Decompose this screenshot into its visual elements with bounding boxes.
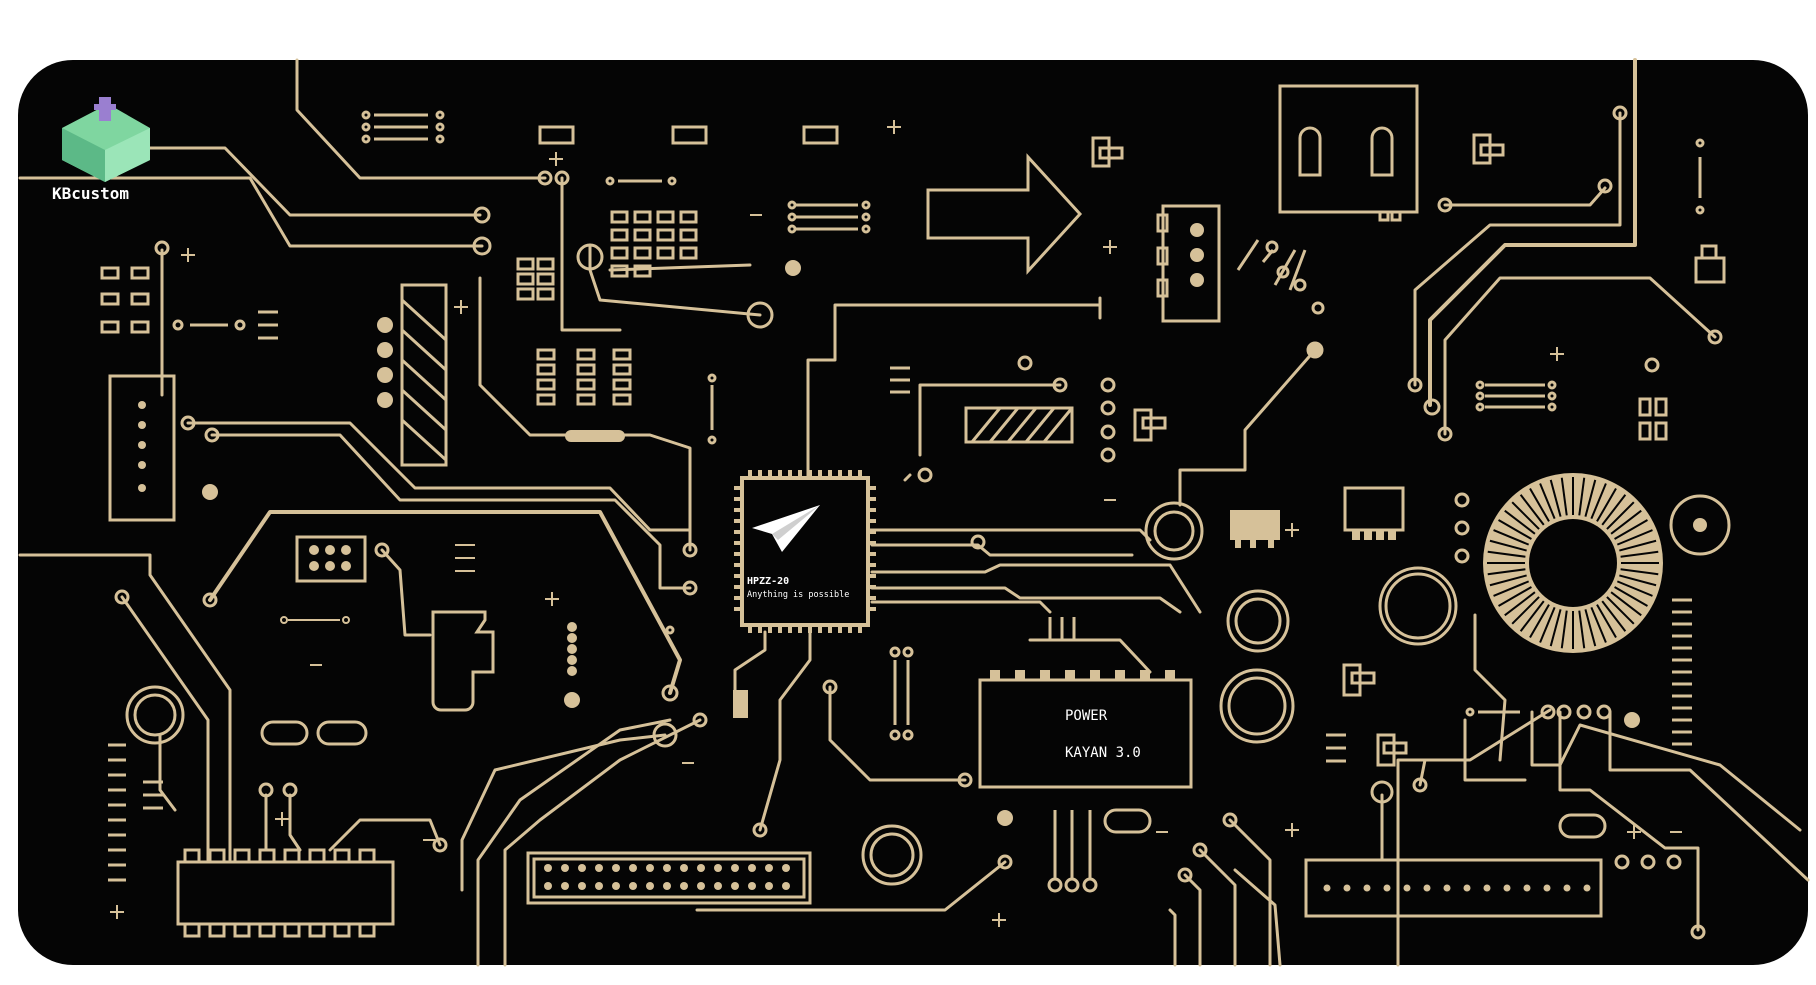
- power-module: POWER KAYAN 3.0: [978, 670, 1193, 789]
- toroid-slot: [1620, 568, 1659, 576]
- toroid-slot: [1620, 550, 1659, 558]
- toroid-slot: [1493, 580, 1530, 597]
- brand-name: KBcustom: [52, 184, 129, 203]
- toroid-slot: [1489, 539, 1527, 552]
- left-component-dots: [138, 401, 351, 571]
- toroid-slot: [1487, 550, 1526, 558]
- toroid-slot: [1560, 610, 1568, 649]
- toroid-slot: [1539, 483, 1556, 520]
- toroid-slot: [1614, 519, 1648, 540]
- toroid-slot: [1590, 606, 1607, 643]
- toroid-slot: [1498, 586, 1532, 607]
- toroid-slot: [1614, 586, 1648, 607]
- toroid-slot: [1601, 494, 1627, 526]
- header-pin-row: [544, 622, 1591, 892]
- left-components: [100, 266, 495, 926]
- dip-chip-pins: [108, 743, 376, 938]
- toroid-slot: [1590, 483, 1607, 520]
- toroid-slot: [1519, 600, 1545, 632]
- main-processor-chip: HPZZ-20 Anything is possible: [734, 470, 876, 633]
- keyboard-switch-icon: [62, 97, 150, 182]
- arrow-outline: [926, 153, 1083, 275]
- toroid-slot: [1549, 479, 1562, 517]
- mousepad-surface: [18, 60, 1808, 965]
- toroid-slot: [1578, 610, 1586, 649]
- toroid-slot: [1616, 529, 1653, 546]
- toroid-slot: [1498, 519, 1532, 540]
- toroid-slot: [1616, 580, 1653, 597]
- toroid-slot: [1610, 591, 1642, 617]
- paper-plane-icon: [752, 505, 820, 552]
- toroid-slot: [1511, 596, 1540, 625]
- toroid-slot: [1489, 574, 1527, 587]
- connector-pins: [1190, 223, 1707, 548]
- toroid-slot: [1493, 529, 1530, 546]
- top-components: [361, 84, 1731, 918]
- toroid-slot: [1529, 488, 1550, 522]
- toroid-inductor: [1483, 473, 1663, 653]
- toroid-slot: [1560, 477, 1568, 516]
- toroid-slot: [1519, 494, 1545, 526]
- chip-tagline: Anything is possible: [747, 590, 849, 600]
- toroid-slot: [1619, 539, 1657, 552]
- toroid-slot: [1504, 591, 1536, 617]
- circuit-pads: [202, 260, 1640, 826]
- toroid-slot: [1606, 596, 1635, 625]
- toroid-slot: [1504, 509, 1536, 535]
- toroid-slot: [1601, 600, 1627, 632]
- toroid-slot: [1584, 609, 1597, 647]
- power-label: POWER: [1065, 708, 1108, 724]
- circuit-traces: [18, 58, 1810, 967]
- polarity-marks: [110, 120, 1682, 927]
- toroid-slot: [1584, 479, 1597, 517]
- toroid-slot: [1529, 604, 1550, 638]
- toroid-slot: [1619, 574, 1657, 587]
- toroid-slot: [1578, 477, 1586, 516]
- toroid-slot: [1596, 604, 1617, 638]
- chip-model-label: HPZZ-20: [747, 576, 789, 587]
- toroid-slot: [1606, 501, 1635, 530]
- toroid-slot: [1610, 509, 1642, 535]
- toroid-slot: [1487, 568, 1526, 576]
- power-model-label: KAYAN 3.0: [1065, 745, 1141, 761]
- brand-logo: KBcustom: [52, 97, 150, 203]
- toroid-slot: [1511, 501, 1540, 530]
- toroid-slot: [1596, 488, 1617, 522]
- toroid-slot: [1539, 606, 1556, 643]
- toroid-slot: [1549, 609, 1562, 647]
